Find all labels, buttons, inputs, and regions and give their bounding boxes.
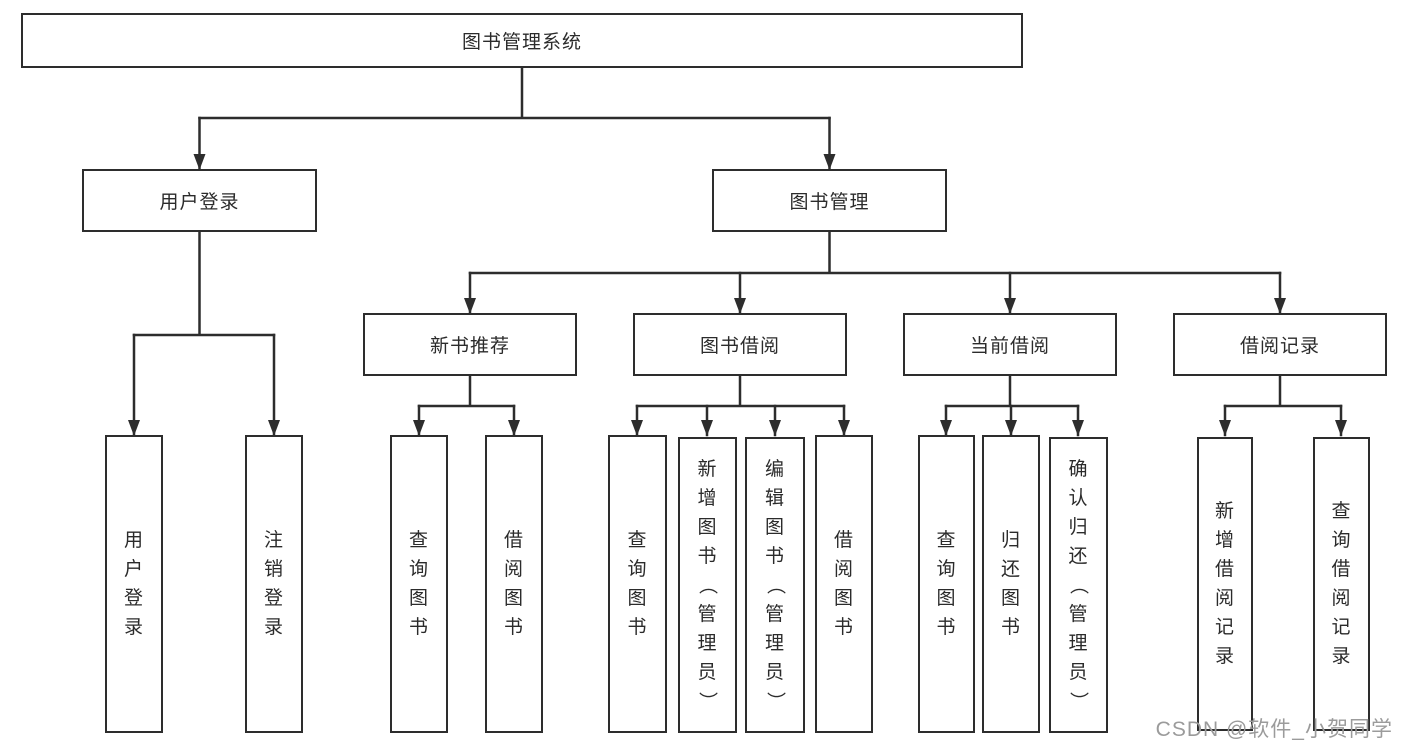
connector-root	[198, 66, 831, 120]
leaf-cb-query-books-label: 查询图书	[936, 530, 957, 638]
leaf-cb-confirm-return-label: 确认归还（管理员）	[1067, 458, 1089, 712]
leaf-cb-query-books: 查询图书	[918, 435, 975, 733]
leaf-bb-edit-books-label: 编辑图书（管理员）	[764, 458, 786, 712]
leaf-nb-query-books: 查询图书	[390, 435, 448, 733]
leaf-br-add-record-label: 新增借阅记录	[1214, 501, 1235, 667]
node-borrow-records-label: 借阅记录	[1239, 336, 1320, 357]
watermark: CSDN @软件_小贺同学	[1155, 718, 1393, 741]
node-current-borrow: 当前借阅	[903, 313, 1117, 376]
leaf-bb-query-books: 查询图书	[608, 435, 667, 733]
leaf-cb-confirm-return: 确认归还（管理员）	[1049, 437, 1108, 733]
leaf-br-add-record: 新增借阅记录	[1197, 437, 1253, 731]
connector-newbook	[417, 374, 516, 408]
connector-user-login	[132, 230, 276, 337]
leaf-cb-return-books-label: 归还图书	[1000, 530, 1021, 638]
leaf-bb-add-books: 新增图书（管理员）	[678, 437, 737, 733]
connector-bookborrow	[635, 374, 846, 408]
node-root: 图书管理系统	[21, 13, 1023, 68]
node-new-book-recommend-label: 新书推荐	[429, 336, 510, 357]
node-book-mgmt: 图书管理	[712, 169, 947, 232]
node-user-login: 用户登录	[82, 169, 317, 232]
leaf-user-login-label: 用户登录	[123, 530, 144, 638]
node-user-login-label: 用户登录	[159, 192, 240, 213]
node-book-borrow-label: 图书借阅	[699, 336, 780, 357]
connector-currentborrow	[944, 374, 1080, 408]
node-book-borrow: 图书借阅	[633, 313, 847, 376]
leaf-nb-query-books-label: 查询图书	[408, 530, 429, 638]
node-book-mgmt-label: 图书管理	[789, 192, 870, 213]
leaf-nb-borrow-books-label: 借阅图书	[503, 530, 524, 638]
node-borrow-records: 借阅记录	[1173, 313, 1387, 376]
leaf-logout: 注销登录	[245, 435, 303, 733]
leaf-bb-query-books-label: 查询图书	[627, 530, 648, 638]
leaf-logout-label: 注销登录	[263, 530, 284, 638]
leaf-bb-borrow-books: 借阅图书	[815, 435, 873, 733]
node-root-label: 图书管理系统	[461, 32, 582, 53]
leaf-user-login: 用户登录	[105, 435, 163, 733]
leaf-bb-borrow-books-label: 借阅图书	[833, 530, 854, 638]
connector-records	[1223, 374, 1343, 408]
leaf-bb-add-books-label: 新增图书（管理员）	[696, 458, 718, 712]
leaf-br-query-record-label: 查询借阅记录	[1331, 501, 1352, 667]
node-current-borrow-label: 当前借阅	[969, 336, 1050, 357]
leaf-nb-borrow-books: 借阅图书	[485, 435, 543, 733]
leaf-cb-return-books: 归还图书	[982, 435, 1040, 733]
connector-book-mgmt	[468, 230, 1282, 275]
node-new-book-recommend: 新书推荐	[363, 313, 577, 376]
leaf-bb-edit-books: 编辑图书（管理员）	[745, 437, 805, 733]
leaf-br-query-record: 查询借阅记录	[1313, 437, 1370, 731]
